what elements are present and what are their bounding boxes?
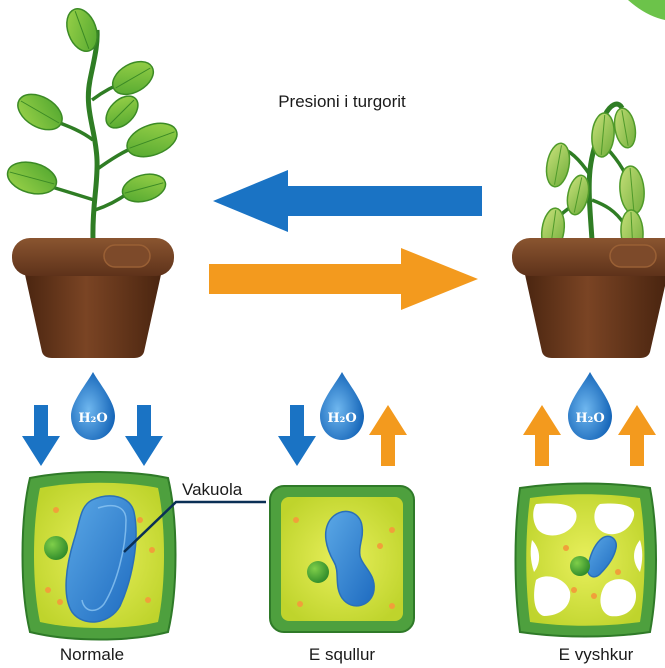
h2o-label: H₂O: [575, 411, 604, 426]
vakuola-callout-line: [123, 500, 266, 553]
vacuole: [324, 510, 375, 607]
vakuola-label: Vakuola: [182, 480, 243, 499]
h2o-label: H₂O: [327, 411, 356, 426]
wilted-leaf: [591, 112, 615, 158]
leaf: [111, 60, 155, 96]
nucleus: [570, 556, 590, 576]
diagram-title: Presioni i turgorit: [278, 92, 406, 111]
vacuole: [586, 535, 617, 578]
leaf: [17, 93, 63, 131]
corner-decoration: [628, 0, 665, 20]
water-in-arrow: [125, 405, 163, 466]
cell-label-flaccid: E squllur: [308, 645, 376, 664]
leaf: [121, 173, 167, 203]
leaf: [66, 8, 98, 52]
nucleus: [307, 561, 329, 583]
cell-plasmolyzed: [514, 482, 657, 638]
water-in-arrow: [278, 405, 316, 466]
cell-normal: [21, 471, 177, 641]
leaf: [6, 161, 58, 195]
cell-label-normal: Normale: [59, 645, 125, 664]
leaf: [105, 95, 139, 129]
water-out-arrow: [369, 405, 407, 466]
water-drop-icon: H₂O: [568, 372, 612, 440]
wilted-leaf: [613, 107, 637, 149]
leaf: [126, 122, 178, 158]
water-out-arrow: [523, 405, 561, 466]
water-drop-icon: H₂O: [71, 372, 115, 440]
wilted-leaf: [619, 165, 645, 215]
arrow-left-blue: [213, 170, 482, 232]
arrow-right-orange: [209, 248, 478, 310]
water-out-arrow: [618, 405, 656, 466]
cell-flaccid: [269, 485, 415, 633]
healthy-plant: [6, 8, 178, 358]
pot: [524, 270, 665, 358]
vacuole: [65, 495, 137, 623]
nucleus: [44, 536, 68, 560]
water-drop-icon: H₂O: [320, 372, 364, 440]
h2o-label: H₂O: [78, 411, 107, 426]
wilted-leaf: [545, 142, 571, 188]
cell-label-plasmolyzed: E vyshkur: [558, 645, 634, 664]
pot: [24, 270, 162, 358]
wilted-leaf: [566, 174, 590, 216]
water-in-arrow: [22, 405, 60, 466]
wilted-plant: [512, 101, 665, 358]
